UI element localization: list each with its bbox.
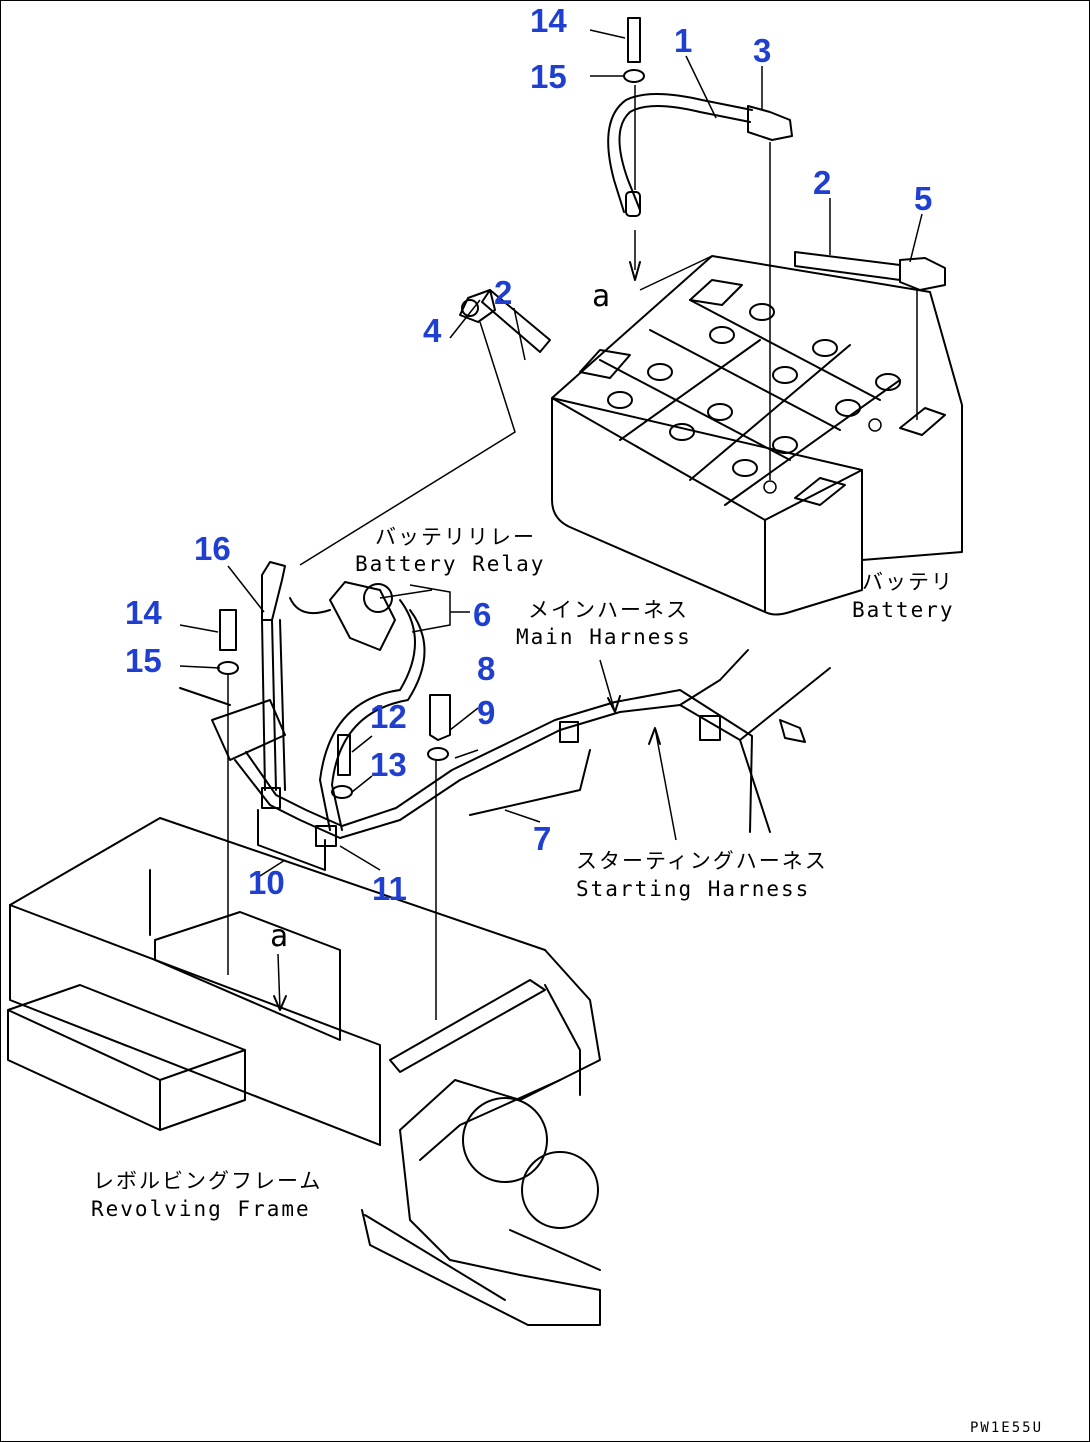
reference-a-bottom: a — [270, 919, 289, 954]
callout-14: 14 — [530, 2, 567, 39]
main-harness-label-en: Main Harness — [516, 625, 692, 649]
callout-7: 7 — [533, 820, 552, 857]
starting-harness-label-jp: スターティングハーネス — [576, 849, 828, 873]
callout-9: 9 — [477, 694, 496, 731]
callout-8: 8 — [477, 650, 496, 687]
starting-harness-label-en: Starting Harness — [576, 877, 811, 901]
battery-relay-label-en: Battery Relay — [355, 552, 546, 576]
callout-13: 13 — [370, 746, 407, 783]
battery-cable-2-left — [299, 289, 551, 566]
battery-drawing — [551, 255, 963, 616]
callout-12: 12 — [370, 698, 407, 735]
battery-label-en: Battery — [852, 598, 955, 622]
battery-cable-1 — [607, 17, 793, 480]
callout-11: 11 — [372, 870, 407, 907]
drawing-code: PW1E55U — [970, 1420, 1044, 1436]
callout-5: 5 — [914, 180, 933, 217]
battery-cable-2-right — [794, 251, 946, 420]
callout-15-left: 15 — [125, 642, 162, 679]
callout-2-right: 2 — [813, 164, 832, 201]
bolts — [217, 609, 451, 1020]
revolving-frame-drawing — [7, 817, 601, 1326]
callout-10: 10 — [248, 864, 285, 901]
battery-label-jp: バッテリ — [862, 570, 954, 594]
callout-1: 1 — [674, 22, 693, 59]
main-harness-label-jp: メインハーネス — [528, 598, 689, 622]
callout-2-left: 2 — [494, 274, 513, 311]
callout-6: 6 — [473, 596, 492, 633]
callout-4: 4 — [423, 312, 442, 349]
callout-15: 15 — [530, 58, 567, 95]
battery-relay-assembly — [179, 561, 831, 871]
battery-relay-label-jp: バッテリリレー — [375, 525, 536, 549]
callout-16: 16 — [194, 530, 231, 567]
reference-a-top: a — [592, 279, 611, 314]
revolving-frame-label-jp: レボルビングフレーム — [93, 1169, 323, 1193]
callout-14-left: 14 — [125, 594, 162, 631]
revolving-frame-label-en: Revolving Frame — [91, 1197, 311, 1221]
leader-lines — [179, 29, 923, 1011]
callout-3: 3 — [753, 32, 772, 69]
